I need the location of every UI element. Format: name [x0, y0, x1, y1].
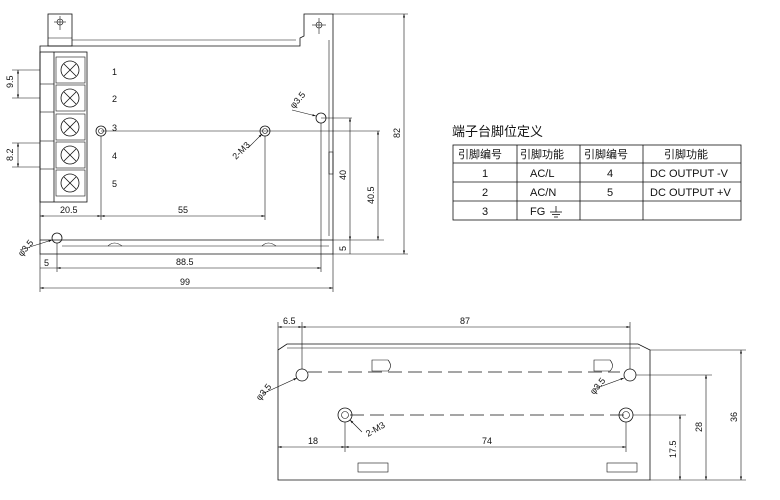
- hole-dia-right: φ3.5: [588, 376, 607, 396]
- table-header: 引脚编号: [458, 147, 502, 161]
- pin-label: 5: [112, 179, 117, 189]
- terminal-screw-icon: [60, 117, 80, 137]
- table-header: 引脚功能: [664, 147, 708, 161]
- dim-pitch-b: 8.2: [5, 148, 15, 161]
- table-cell: 1: [482, 168, 488, 180]
- dim-20-5: 20.5: [60, 205, 78, 215]
- ground-icon: [550, 206, 562, 218]
- dim-6-5: 6.5: [283, 316, 296, 326]
- foot-slot-right: [606, 462, 638, 473]
- table-title: 端子台脚位定义: [452, 124, 543, 140]
- terminal-screw-icon: [60, 173, 80, 193]
- slot-left: [371, 359, 391, 372]
- dim-74: 74: [482, 436, 492, 446]
- terminal-screw-icon: [60, 88, 80, 108]
- dim-99: 99: [180, 277, 190, 287]
- terminal-screw-icon: [60, 60, 80, 80]
- pin-label: 1: [112, 67, 117, 77]
- table-cell: 4: [607, 168, 613, 180]
- terminal-cell: [55, 141, 86, 169]
- table-header: 引脚编号: [584, 147, 628, 161]
- table-cell: FG: [530, 206, 545, 218]
- dim-87: 87: [460, 316, 470, 326]
- bottom-view: 6.5 87 φ3.5 φ3.5 2-M3 18 74 17.5 28 36: [254, 316, 746, 481]
- terminal-cell: [55, 113, 86, 141]
- chassis-outline: [39, 13, 334, 241]
- table-cell: AC/L: [530, 168, 554, 180]
- dim-82: 82: [392, 128, 402, 138]
- table-cell: DC OUTPUT -V: [650, 168, 729, 180]
- mount-hole: [623, 368, 637, 382]
- dim-40-5: 40.5: [366, 186, 376, 204]
- terminal-block: [39, 51, 88, 203]
- mount-hole: [51, 232, 63, 244]
- dim-17-5: 17.5: [668, 440, 678, 458]
- table-header: 引脚功能: [520, 147, 564, 161]
- terminal-cell: [55, 84, 86, 112]
- hole-dia-right: φ3.5: [288, 90, 307, 110]
- dim-5-right: 5: [338, 246, 348, 251]
- dim-55: 55: [178, 205, 188, 215]
- pin-label: 2: [112, 94, 117, 104]
- mount-tab-left: [47, 13, 73, 47]
- table-cell: AC/N: [530, 187, 556, 199]
- terminal-cell: [55, 169, 86, 197]
- dim-88-5: 88.5: [176, 257, 194, 267]
- dim-36: 36: [729, 412, 739, 422]
- hole-dia-left: φ3.5: [16, 238, 35, 258]
- table-cell: DC OUTPUT +V: [650, 187, 731, 199]
- tab-hole-mark-left: [54, 16, 66, 30]
- foot-slot-left: [357, 462, 389, 473]
- top-view: 1 2 3 4 5 9.5 8.2 20.5: [5, 13, 408, 292]
- dim-40: 40: [338, 170, 348, 180]
- dim-pitch-a: 9.5: [5, 75, 15, 88]
- screw-hole: [337, 407, 353, 423]
- side-slot: [328, 151, 334, 175]
- slot-right: [593, 359, 613, 372]
- table-cell: 3: [482, 206, 488, 218]
- bottom-rail: [39, 240, 334, 255]
- screw-spec: 2-M3: [364, 420, 387, 439]
- terminal-screw-icon: [60, 145, 80, 165]
- table-cell: 5: [607, 187, 613, 199]
- terminal-cell: [55, 56, 86, 84]
- pin-definition-table: 端子台脚位定义 引脚编号 引脚功能 引脚编号 引脚功能 1 AC/L 4 DC …: [452, 124, 742, 221]
- tab-hole-mark-right: [312, 18, 326, 34]
- pin-label: 4: [112, 151, 117, 161]
- table-cell: 2: [482, 187, 488, 199]
- hole-dia-left: φ3.5: [254, 382, 273, 402]
- pin-label: 3: [112, 123, 117, 133]
- dim-18: 18: [308, 436, 318, 446]
- mount-hole: [295, 368, 309, 382]
- screw-spec: 2-M3: [230, 140, 252, 162]
- dim-28: 28: [694, 422, 704, 432]
- dim-5-left: 5: [44, 258, 49, 268]
